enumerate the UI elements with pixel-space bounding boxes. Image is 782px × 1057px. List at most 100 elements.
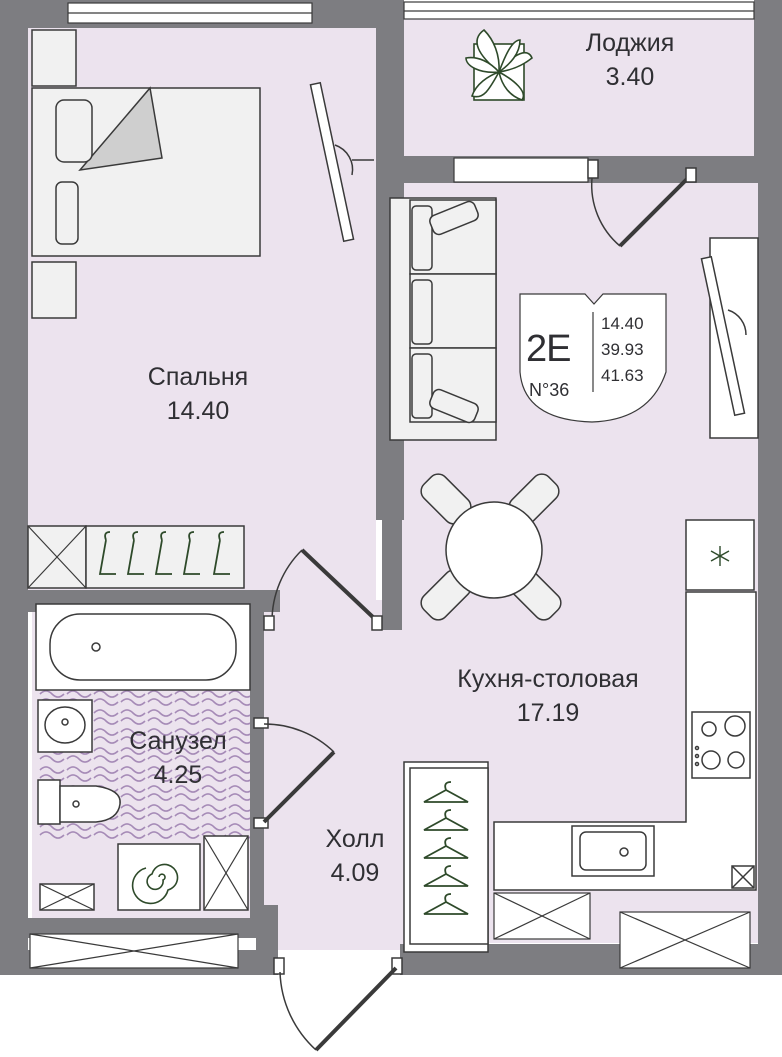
hanger-icon [212,531,230,575]
wall-left [0,0,28,975]
wall-right [758,160,782,975]
hanger-icon [423,837,469,859]
tile [228,785,254,801]
wardrobe-hangers [98,531,230,575]
room-area: 4.25 [153,761,203,789]
tile [228,823,254,839]
room-label-bedroom: Спальня 14.40 [118,360,278,428]
room-area: 17.19 [516,699,580,727]
window-loggia-door [453,157,589,183]
apartment-badge [519,293,667,423]
room-area: 14.40 [166,397,230,425]
apartment-number: N°36 [529,380,570,400]
tile [201,728,227,744]
room-name: Холл [325,825,385,853]
room-name: Санузел [129,727,227,755]
tile [147,785,173,801]
snowflake-icon [710,546,730,566]
tile [120,766,146,782]
plant-icon [465,28,533,101]
hanger-icon [98,531,116,575]
nightstand-top [31,29,77,87]
bathroom-crosses [39,835,249,911]
tile [228,747,254,763]
apartment-type-code: 2E [526,328,571,370]
spiral-icon [131,863,179,905]
room-name: Спальня [147,363,249,391]
tile [174,709,200,725]
tile [120,785,146,801]
tile [120,747,146,763]
tile [120,690,146,706]
hanger-icon [182,531,200,575]
tile [228,766,254,782]
tile [201,747,227,763]
tile [147,690,173,706]
bedroom-door [263,548,383,631]
hanger-icon [423,893,469,915]
wall-bedroom-divider [382,520,402,630]
tile [93,747,119,763]
tile [201,709,227,725]
window-crosses [29,892,751,969]
kitchen-window-sash [700,237,759,439]
tile [201,785,227,801]
tile [201,804,227,820]
tile [93,766,119,782]
entry-door [273,957,403,1052]
tile [174,823,200,839]
pillow-top [55,99,93,163]
tile [174,766,200,782]
tile [201,766,227,782]
room-area: 4.09 [330,859,380,887]
hanger-icon [423,781,469,803]
dining-table [445,501,543,599]
pillow-bottom [55,181,79,245]
wall-bottom-left [0,918,264,938]
loggia-door [587,159,697,248]
tile [228,690,254,706]
floor-loggia [404,8,754,156]
dining-set [420,473,562,621]
room-name: Кухня-столовая [457,665,639,693]
tile [147,766,173,782]
hall-hangers [423,781,469,915]
nightstand-bottom [31,261,77,319]
wall-bathroom-right [250,600,264,918]
wardrobe-cross [27,525,87,589]
floor-hall [262,600,410,950]
area-with-loggia: 41.63 [601,366,644,385]
tile [201,690,227,706]
tile [228,709,254,725]
tile [147,728,173,744]
room-label-kitchen: Кухня-столовая 17.19 [428,662,668,730]
tile [174,728,200,744]
stove-burners [619,715,755,889]
wardrobe [85,525,245,589]
tile [66,766,92,782]
room-label-bathroom: Санузел 4.25 [108,724,248,792]
tile [147,804,173,820]
hanger-icon [154,531,172,575]
room-name: Лоджия [585,29,675,57]
tile [174,804,200,820]
area-total: 39.93 [601,340,644,359]
tile [120,728,146,744]
hanger-icon [423,865,469,887]
sofa [389,197,497,441]
area-living: 14.40 [601,314,644,333]
hanger-icon [423,809,469,831]
room-label-loggia: Лоджия 3.40 [560,26,700,94]
tile [174,785,200,801]
bedroom-furniture [27,29,261,589]
tile [147,709,173,725]
bedroom-window-sash [309,81,374,243]
room-label-hall: Холл 4.09 [300,822,410,890]
tile [147,823,173,839]
tile [120,804,146,820]
tile [93,690,119,706]
tile [174,690,200,706]
bed-blanket [78,86,163,172]
kitchen-counter [493,519,757,891]
